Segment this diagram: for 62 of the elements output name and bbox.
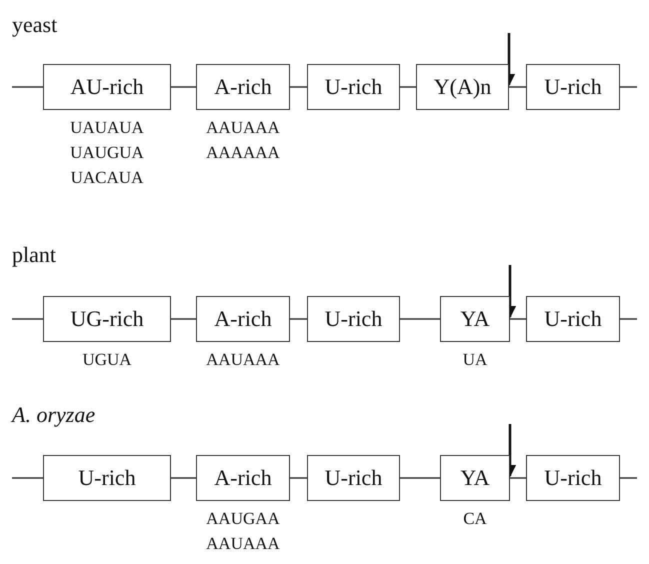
connector-line bbox=[171, 477, 196, 479]
element-box bbox=[307, 64, 400, 110]
element-label: U-rich bbox=[324, 306, 382, 332]
element-label: U-rich bbox=[544, 74, 602, 100]
element-label: Y(A)n bbox=[434, 74, 492, 100]
connector-line bbox=[620, 477, 637, 479]
element-box bbox=[307, 455, 400, 501]
element-label: YA bbox=[460, 306, 490, 332]
organism-label: A. oryzae bbox=[12, 402, 96, 428]
connector-line bbox=[12, 318, 43, 320]
element-box bbox=[440, 296, 510, 342]
element-box bbox=[526, 64, 620, 110]
element-label: A-rich bbox=[214, 74, 272, 100]
organism-label: yeast bbox=[12, 12, 58, 38]
element-box bbox=[43, 455, 171, 501]
connector-line bbox=[171, 86, 196, 88]
connector-line bbox=[171, 318, 196, 320]
element-label: U-rich bbox=[78, 465, 136, 491]
element-box bbox=[526, 455, 620, 501]
sequence-label: UAUGUA bbox=[69, 142, 145, 164]
connector-line bbox=[12, 86, 43, 88]
sequence-label: UACAUA bbox=[70, 167, 144, 189]
element-label: YA bbox=[460, 465, 490, 491]
connector-line bbox=[400, 318, 440, 320]
element-box bbox=[440, 455, 510, 501]
sequence-label: AAUAAA bbox=[205, 349, 281, 371]
connector-line bbox=[290, 318, 307, 320]
connector-line bbox=[510, 318, 526, 320]
element-label: U-rich bbox=[544, 465, 602, 491]
element-label: U-rich bbox=[324, 74, 382, 100]
element-label: U-rich bbox=[324, 465, 382, 491]
sequence-label: UAUAUA bbox=[69, 117, 145, 139]
sequence-label: CA bbox=[462, 508, 488, 530]
element-label: AU-rich bbox=[70, 74, 144, 100]
element-box bbox=[196, 455, 290, 501]
element-label: A-rich bbox=[214, 465, 272, 491]
element-box bbox=[526, 296, 620, 342]
element-label: A-rich bbox=[214, 306, 272, 332]
connector-line bbox=[12, 477, 43, 479]
element-box bbox=[196, 296, 290, 342]
element-label: UG-rich bbox=[70, 306, 144, 332]
element-label: U-rich bbox=[544, 306, 602, 332]
connector-line bbox=[620, 86, 637, 88]
element-box bbox=[43, 64, 171, 110]
connector-line bbox=[620, 318, 637, 320]
element-box bbox=[416, 64, 509, 110]
sequence-label: AAAAAA bbox=[205, 142, 281, 164]
sequence-label: UA bbox=[462, 349, 488, 371]
connector-line bbox=[509, 86, 526, 88]
connector-line bbox=[510, 477, 526, 479]
connector-line bbox=[290, 86, 307, 88]
sequence-label: AAUAAA bbox=[205, 117, 281, 139]
connector-line bbox=[400, 477, 440, 479]
connector-line bbox=[290, 477, 307, 479]
element-box bbox=[196, 64, 290, 110]
connector-line bbox=[400, 86, 416, 88]
sequence-label: UGUA bbox=[81, 349, 133, 371]
element-box bbox=[43, 296, 171, 342]
organism-label: plant bbox=[12, 242, 56, 268]
sequence-label: AAUGAA bbox=[205, 508, 281, 530]
element-box bbox=[307, 296, 400, 342]
sequence-label: AAUAAA bbox=[205, 533, 281, 555]
